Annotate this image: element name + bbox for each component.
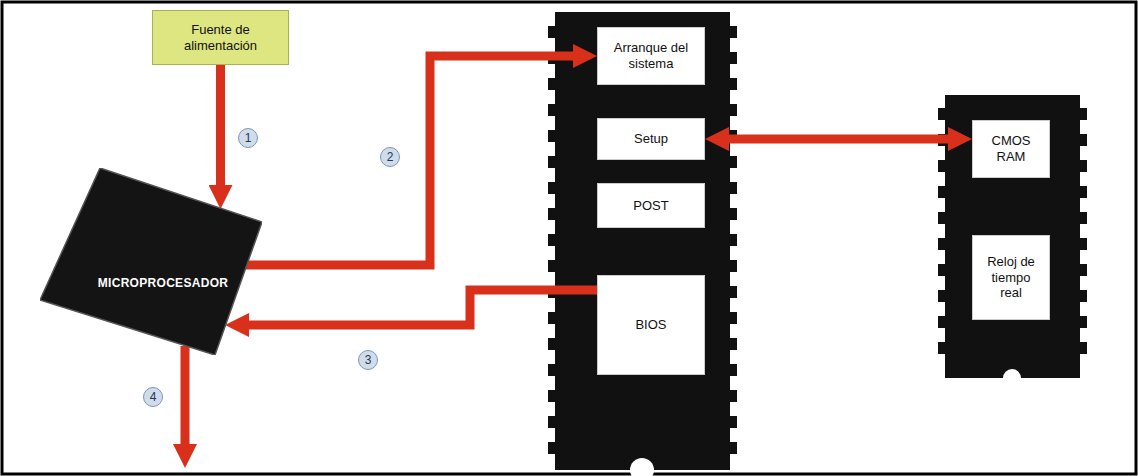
- chip-pin: [1080, 342, 1087, 354]
- chip-notch: [630, 458, 654, 476]
- chip-pin: [1080, 160, 1087, 172]
- chip-pin: [730, 52, 737, 64]
- chip-pin: [1080, 264, 1087, 276]
- chip-pin: [548, 442, 555, 454]
- chip-pin: [730, 260, 737, 272]
- chip-pin: [730, 156, 737, 168]
- microprocessor-chip: MICROPROCESADOR: [40, 168, 262, 355]
- chip-pin: [938, 290, 945, 302]
- signal-arrow: [216, 65, 225, 193]
- rom-section-box: Setup: [597, 118, 705, 160]
- node-label: Setup: [634, 131, 668, 147]
- node-label: MICROPROCESADOR: [98, 276, 229, 290]
- chip-pin: [1080, 186, 1087, 198]
- chip-pin: [548, 416, 555, 428]
- chip-pin: [1080, 316, 1087, 328]
- chip-pin: [1080, 238, 1087, 250]
- node-label: Fuente de alimentación: [159, 22, 282, 53]
- chip-pin: [548, 156, 555, 168]
- chip-pin: [548, 130, 555, 142]
- chip-pins: [548, 26, 1087, 454]
- chip-pin: [548, 234, 555, 246]
- rom-section-box: BIOS: [597, 275, 705, 375]
- rom-chip: [555, 12, 730, 476]
- chip-pin: [938, 160, 945, 172]
- chip-pin: [730, 78, 737, 90]
- cmos-chip: [945, 95, 1080, 387]
- callout-number: 3: [358, 350, 378, 370]
- chip-pin: [1080, 290, 1087, 302]
- chip-notch: [1003, 369, 1021, 387]
- callout-number: 4: [143, 387, 163, 407]
- chip-pin: [548, 312, 555, 324]
- chip-pin: [548, 390, 555, 402]
- chip-pin: [730, 338, 737, 350]
- chip-pin: [938, 186, 945, 198]
- chip-body: [40, 168, 262, 355]
- chip-pin: [730, 364, 737, 376]
- chip-pin: [548, 364, 555, 376]
- node-label: Arranque del sistema: [604, 40, 698, 71]
- chip-pin: [1080, 212, 1087, 224]
- callout-number: 2: [380, 147, 400, 167]
- chip-pin: [1080, 108, 1087, 120]
- chip-pin: [548, 260, 555, 272]
- callout-number: 1: [238, 128, 258, 148]
- chip-pin: [730, 312, 737, 324]
- chip-outline: [40, 168, 262, 355]
- chip-pin: [548, 182, 555, 194]
- chip-pin: [938, 238, 945, 250]
- cmos-section-box: CMOS RAM: [972, 120, 1050, 178]
- callout-text: 1: [245, 132, 252, 144]
- chip-pin: [730, 26, 737, 38]
- chip-pin: [730, 104, 737, 116]
- chip-pin: [938, 108, 945, 120]
- chip-pin: [938, 264, 945, 276]
- chip-pin: [548, 208, 555, 220]
- chip-pin: [730, 286, 737, 298]
- chip-pin: [548, 26, 555, 38]
- rom-section-box: Arranque del sistema: [597, 27, 705, 85]
- chip-pin: [1080, 134, 1087, 146]
- cmos-section-box: Reloj de tiempo real: [972, 235, 1050, 320]
- chip-pin: [548, 78, 555, 90]
- chip-pin: [730, 416, 737, 428]
- signal-arrow: [721, 135, 956, 144]
- node-label: CMOS RAM: [979, 133, 1043, 164]
- output-arrow: [181, 346, 190, 452]
- signal-arrow: [246, 56, 581, 265]
- chip-pin: [730, 234, 737, 246]
- callout-text: 3: [365, 354, 372, 366]
- power-supply-box: Fuente de alimentación: [152, 10, 289, 65]
- node-label: BIOS: [635, 317, 666, 333]
- signal-arrow: [241, 290, 597, 325]
- chip-pin: [730, 182, 737, 194]
- chip-pin: [548, 104, 555, 116]
- chip-body: [945, 95, 1080, 378]
- chip-pin: [938, 342, 945, 354]
- chip-pin: [730, 208, 737, 220]
- chip-pin: [938, 212, 945, 224]
- node-label: Reloj de tiempo real: [979, 254, 1043, 301]
- rom-section-box: POST: [597, 183, 705, 228]
- chip-pin: [730, 442, 737, 454]
- chip-pin: [938, 316, 945, 328]
- chip-pin: [730, 390, 737, 402]
- chip-body: [555, 12, 730, 470]
- callout-text: 2: [387, 151, 394, 163]
- callout-text: 4: [150, 391, 157, 403]
- node-label: POST: [633, 198, 668, 214]
- chip-pin: [548, 338, 555, 350]
